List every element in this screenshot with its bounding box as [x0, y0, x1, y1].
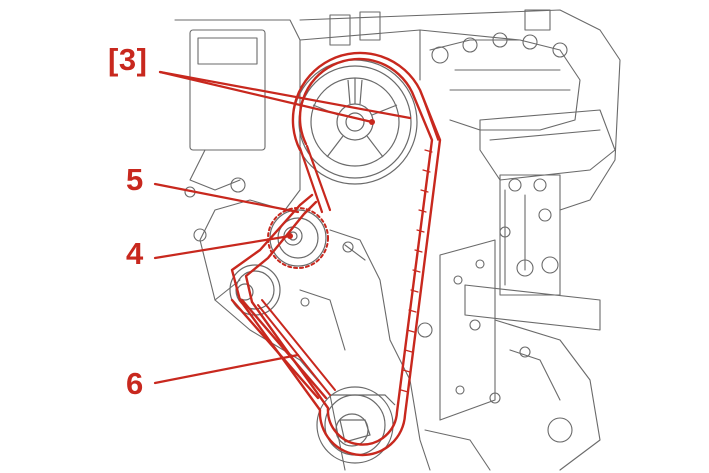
leader-line-5 [153, 182, 300, 214]
leader-line-3 [158, 70, 412, 120]
callout-label-6: 6 [126, 366, 144, 401]
crankshaft-sprocket [316, 386, 396, 464]
leader-dot-4 [287, 233, 293, 239]
callout-label-3: [3] [108, 42, 148, 77]
right-bracket [499, 174, 561, 296]
leader-line-6 [153, 353, 300, 385]
valve-gear [329, 9, 581, 131]
shaft [464, 284, 601, 331]
timing-belt [230, 51, 442, 457]
cylinder-head-outline [299, 9, 621, 211]
camshaft-sprocket [292, 59, 418, 185]
leader-dot-3 [369, 119, 375, 125]
callout-label-4: 4 [126, 236, 144, 271]
callout-label-5: 5 [126, 162, 144, 197]
leader-line-4 [153, 234, 292, 260]
engine-block-outline [174, 19, 346, 471]
leader-line-3b [158, 70, 374, 124]
leader-lines [153, 70, 412, 385]
control-panel-box [189, 29, 266, 151]
